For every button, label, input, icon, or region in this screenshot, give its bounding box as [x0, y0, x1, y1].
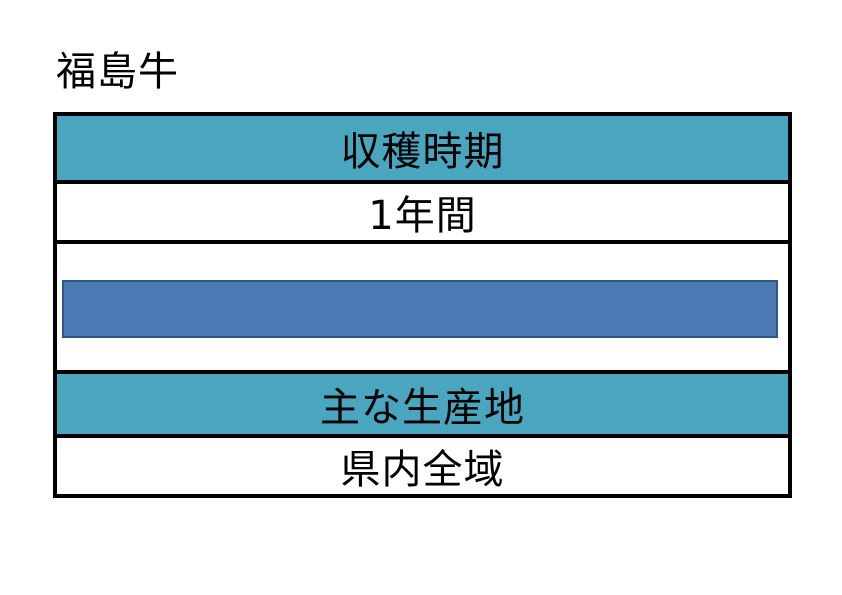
table-row-period-bar	[57, 240, 788, 370]
harvest-value-label: 1年間	[368, 193, 477, 239]
page-title: 福島牛	[56, 49, 179, 95]
table-row-production-value: 県内全域	[57, 434, 788, 494]
production-value-label: 県内全域	[340, 447, 505, 493]
harvest-period-bar	[62, 280, 778, 338]
table-row-harvest-header: 収穫時期	[57, 116, 788, 180]
table-row-harvest-value: 1年間	[57, 180, 788, 240]
production-header-label: 主な生産地	[320, 385, 525, 431]
info-table: 収穫時期 1年間 主な生産地 県内全域	[53, 112, 792, 498]
table-row-production-header: 主な生産地	[57, 370, 788, 434]
harvest-header-label: 収穫時期	[340, 129, 505, 175]
